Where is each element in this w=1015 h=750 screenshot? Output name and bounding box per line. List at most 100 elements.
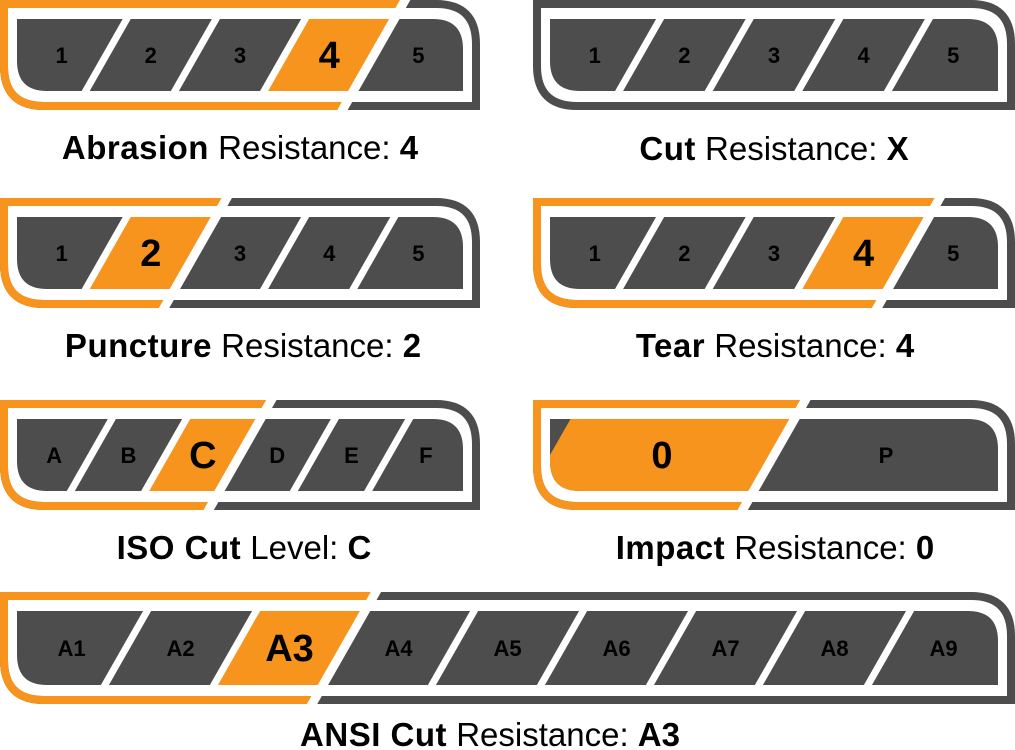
segment-label: 3 bbox=[234, 241, 246, 266]
gauge-frame-active bbox=[533, 198, 946, 308]
frame-cut-gap bbox=[305, 585, 383, 711]
gauge-cut: 1 2 3 4 5 bbox=[533, 0, 1015, 110]
caption-text: Resistance: bbox=[725, 529, 916, 566]
caption-value: 4 bbox=[399, 129, 419, 166]
segment-gap bbox=[66, 414, 117, 496]
gauge-frame-active bbox=[533, 400, 812, 510]
caption-bold: ISO Cut bbox=[116, 529, 242, 566]
caption-cut: Cut Resistance: X bbox=[639, 131, 908, 167]
frame-cut-gap bbox=[157, 191, 233, 315]
segment-label: 1 bbox=[55, 241, 67, 266]
gauge-frame-active bbox=[0, 400, 278, 510]
gauge-iso-cut: A B C D E F bbox=[0, 393, 480, 517]
segment-label: 3 bbox=[768, 43, 780, 68]
segment-gap bbox=[289, 414, 340, 496]
segment-label: A9 bbox=[929, 636, 957, 661]
segment-label: 5 bbox=[947, 241, 959, 266]
segment-gap bbox=[259, 14, 310, 96]
frame-cut-gap bbox=[736, 393, 812, 517]
caption-bold: Puncture bbox=[64, 327, 212, 364]
segment-gap bbox=[427, 606, 479, 690]
segment-label: P bbox=[879, 443, 894, 468]
segment-label: D bbox=[269, 443, 285, 468]
segment-label: A5 bbox=[493, 636, 521, 661]
segment-label: 1 bbox=[55, 43, 67, 68]
segment-label: 2 bbox=[145, 43, 157, 68]
segment-label: 1 bbox=[589, 43, 601, 68]
segment-gap bbox=[348, 212, 400, 294]
segment-label: 2 bbox=[140, 233, 161, 275]
segment-gap bbox=[80, 212, 132, 294]
segment-label: 4 bbox=[319, 35, 340, 77]
segment-selected bbox=[142, 419, 264, 491]
segment-selected bbox=[261, 19, 398, 91]
segment-gap bbox=[363, 414, 414, 496]
segment-selected bbox=[795, 217, 932, 289]
segment-gap bbox=[863, 606, 915, 690]
segment-gap bbox=[703, 212, 755, 294]
gauge-frame-active bbox=[0, 592, 382, 704]
caption-bold: ANSI Cut bbox=[300, 716, 448, 750]
caption-value: 4 bbox=[895, 327, 915, 364]
segment-gap bbox=[100, 606, 152, 690]
segment-label: A2 bbox=[166, 636, 194, 661]
segment-label: F bbox=[419, 443, 432, 468]
segment-label: 2 bbox=[678, 43, 690, 68]
segment-gap bbox=[140, 414, 191, 496]
segment-label: 5 bbox=[947, 43, 959, 68]
caption-bold: Abrasion bbox=[61, 129, 209, 166]
caption-ansi-cut: ANSI Cut Resistance: A3 bbox=[300, 717, 680, 750]
caption-impact: Impact Resistance: 0 bbox=[616, 530, 934, 566]
caption-iso-cut: ISO Cut Level: C bbox=[117, 530, 372, 566]
caption-value: A3 bbox=[637, 716, 680, 750]
segment-gap bbox=[614, 14, 665, 96]
segment-label: B bbox=[121, 443, 137, 468]
segment-label: A4 bbox=[384, 636, 413, 661]
segment-label: C bbox=[189, 435, 216, 477]
gauge-frame-active bbox=[0, 198, 233, 308]
segment-label: A6 bbox=[602, 636, 630, 661]
caption-value: 2 bbox=[402, 327, 422, 364]
frame-cut-gap bbox=[870, 191, 946, 315]
segment-label: 4 bbox=[857, 43, 870, 68]
segment-label: 4 bbox=[853, 233, 874, 275]
segment-label: 0 bbox=[651, 435, 672, 477]
frame-cut-gap bbox=[336, 0, 411, 117]
segment-label: A3 bbox=[265, 628, 314, 670]
caption-tear: Tear Resistance: 4 bbox=[636, 328, 914, 364]
segment-label: 5 bbox=[412, 43, 424, 68]
segment-label: 3 bbox=[768, 241, 780, 266]
caption-text: Resistance: bbox=[211, 327, 403, 364]
segment-gap bbox=[209, 606, 261, 690]
gauge-frame bbox=[533, 0, 1015, 110]
segment-label: A7 bbox=[711, 636, 739, 661]
caption-value: X bbox=[886, 130, 909, 167]
caption-bold: Impact bbox=[615, 529, 726, 566]
segment-label: A1 bbox=[57, 636, 85, 661]
gauge-frame-active bbox=[0, 0, 411, 110]
segment-gap bbox=[170, 14, 221, 96]
caption-text: Level: bbox=[241, 529, 348, 566]
frame-cut-gap bbox=[202, 393, 278, 517]
segment-label: E bbox=[344, 443, 359, 468]
gauge-bar bbox=[550, 19, 998, 91]
segment-selected bbox=[82, 217, 219, 289]
segment-label: A bbox=[46, 443, 62, 468]
segment-gap bbox=[80, 14, 132, 96]
caption-value: 0 bbox=[915, 529, 935, 566]
segment-gap bbox=[259, 212, 310, 294]
caption-bold: Cut bbox=[639, 130, 696, 167]
segment-label: 5 bbox=[412, 241, 424, 266]
segment-gap bbox=[793, 212, 845, 294]
segment-selected bbox=[550, 419, 798, 491]
caption-abrasion: Abrasion Resistance: 4 bbox=[62, 130, 418, 166]
segment-gap bbox=[536, 606, 588, 690]
segment-label: 4 bbox=[323, 241, 336, 266]
segment-label: 1 bbox=[589, 241, 601, 266]
caption-text: Resistance: bbox=[695, 130, 887, 167]
